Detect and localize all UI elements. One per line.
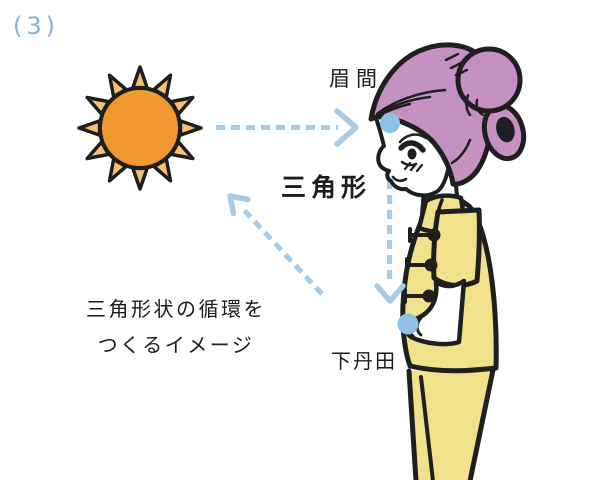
arrowhead-down-icon: [374, 283, 406, 304]
label-lower-dantian: 下丹田: [331, 349, 397, 373]
eyelash: [398, 140, 426, 153]
hair-bun: [455, 46, 523, 114]
arrow-dantian-to-sun: [227, 193, 324, 296]
eyebrow: [398, 133, 428, 144]
pupil: [407, 148, 417, 160]
frog-buttons: [403, 227, 441, 304]
caption-text: 三角形状の循環を つくるイメージ: [50, 291, 302, 363]
sleeve: [431, 207, 482, 288]
character-illustration: [368, 42, 527, 480]
arrow-sun-to-brow: [216, 108, 359, 147]
blush-lines: [403, 161, 424, 173]
arrowhead-right-icon: [334, 108, 359, 147]
hair-ring: [481, 102, 527, 162]
caption-line-2: つくるイメージ: [97, 333, 255, 357]
smile: [391, 175, 408, 183]
label-triangle: 三角形: [281, 173, 372, 202]
figure-step-number: (3): [13, 12, 59, 40]
dantian-point-dot: [397, 313, 419, 335]
sun-core: [98, 86, 182, 170]
brow-point-dot: [380, 113, 400, 133]
caption-line-1: 三角形状の循環を: [86, 297, 266, 321]
arrowhead-upleft-icon: [227, 193, 251, 217]
hair-strands: [375, 52, 485, 165]
sun-icon: [77, 65, 203, 191]
label-brow-point: 眉間: [329, 67, 383, 91]
pants: [406, 367, 496, 480]
facial-features: [391, 133, 428, 183]
